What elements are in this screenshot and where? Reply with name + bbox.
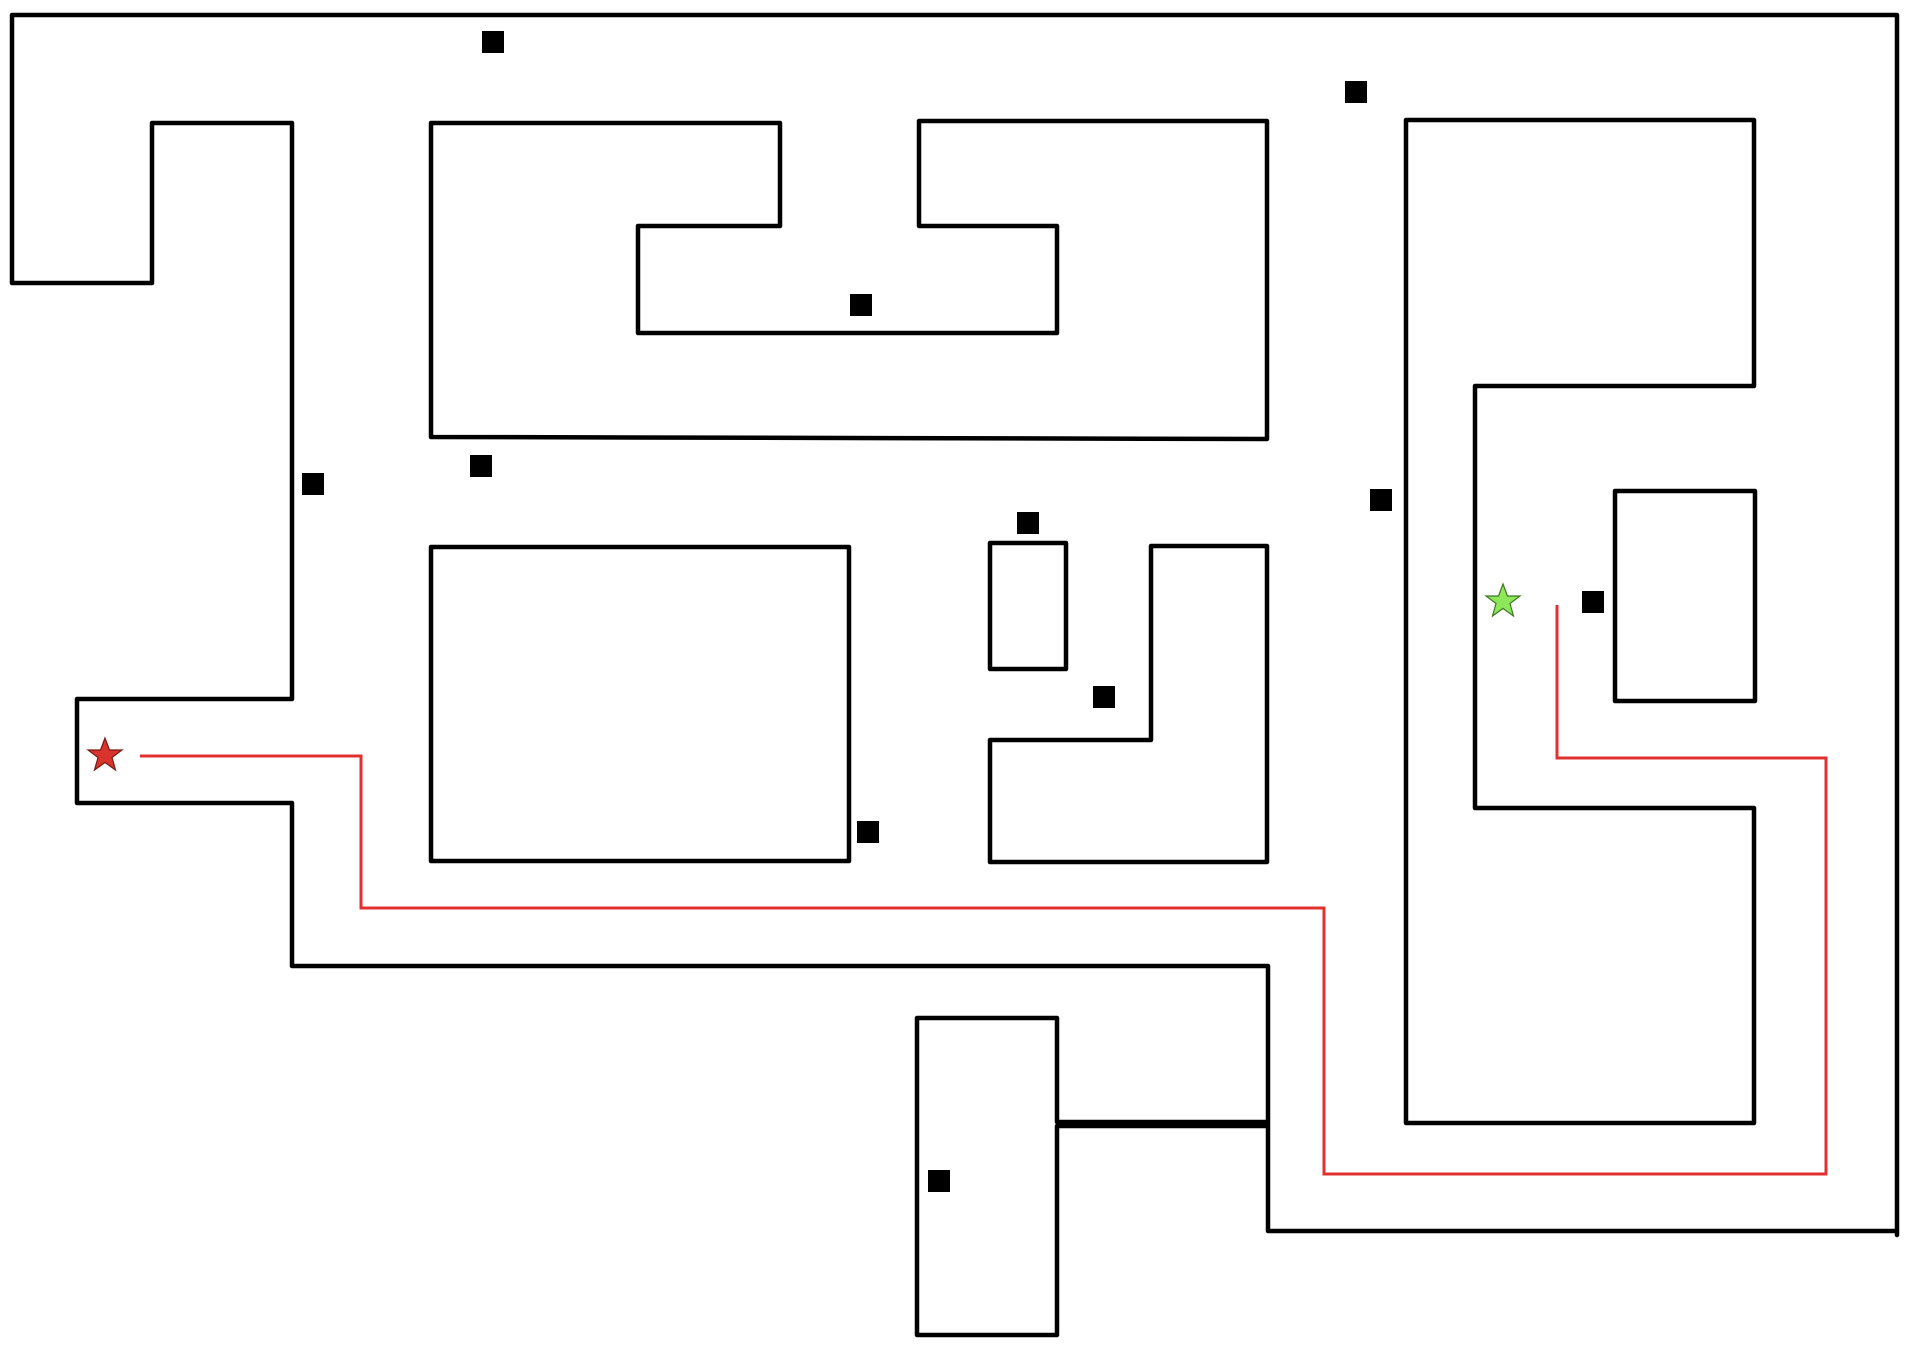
obstacle-square	[1093, 686, 1115, 708]
obstacles	[302, 31, 1604, 1192]
obstacle-square	[482, 31, 504, 53]
obstacle-square	[1370, 489, 1392, 511]
obstacle-square	[1582, 591, 1604, 613]
room-block-small-column	[987, 540, 1069, 672]
room-block-top-left-c	[428, 118, 1270, 442]
obstacle-square	[850, 294, 872, 316]
room-block-large-rect	[428, 544, 852, 864]
room-block-inner-right	[1612, 488, 1758, 704]
goal-star-icon	[1484, 582, 1522, 618]
outer-boundary-wall	[9, 12, 1900, 1338]
start-star-icon	[86, 736, 124, 772]
obstacle-square	[1017, 512, 1039, 534]
route-path	[140, 605, 1828, 1176]
obstacle-square	[928, 1170, 950, 1192]
walls	[9, 12, 1900, 1338]
obstacle-square	[857, 821, 879, 843]
obstacle-square	[1345, 81, 1367, 103]
room-block-right-e	[1403, 117, 1757, 1126]
obstacle-square	[470, 455, 492, 477]
room-block-l-shape	[987, 543, 1270, 865]
obstacle-square	[302, 473, 324, 495]
